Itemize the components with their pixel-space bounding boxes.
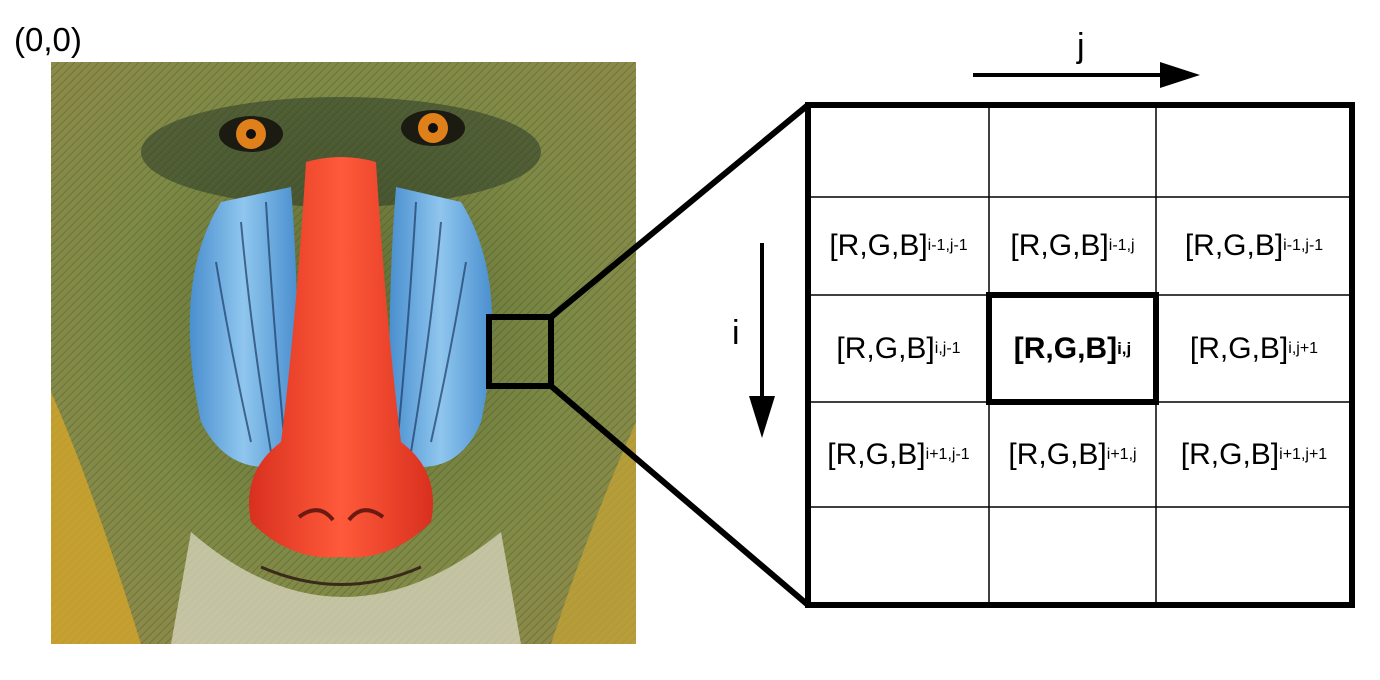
yellow-beard <box>51 392 141 644</box>
cell-r1-c0: [R,G,B]i-1,j-1 <box>808 197 989 295</box>
grid-border <box>805 102 1355 608</box>
zoom-line-top <box>549 102 810 320</box>
cell-r2-c1-center: [R,G,B]i,j <box>989 295 1156 402</box>
cell-r1-c1: [R,G,B]i-1,j <box>989 197 1156 295</box>
cell-value: [R,G,B] <box>1180 437 1280 471</box>
cell-index: i-1,j-1 <box>1283 237 1324 254</box>
cell-value: [R,G,B] <box>1184 229 1284 262</box>
cell-r3-c0: [R,G,B]i+1,j-1 <box>808 402 989 507</box>
i-arrowhead-icon <box>749 396 775 438</box>
cell-value: [R,G,B] <box>1189 331 1289 365</box>
origin-label: (0,0) <box>14 21 82 58</box>
white-whiskers <box>171 532 521 644</box>
cell-value: [R,G,B] <box>827 437 926 471</box>
mandrill-photo <box>51 62 636 644</box>
grid-lines <box>808 105 1352 605</box>
right-cheek <box>389 187 493 467</box>
zoom-line-bottom <box>549 383 810 608</box>
cell-value: [R,G,B] <box>836 331 935 365</box>
cell-index: i,j-1 <box>934 339 961 357</box>
cell-r2-c2: [R,G,B]i,j+1 <box>1156 295 1352 402</box>
i-axis-label: i <box>732 314 740 352</box>
cell-r1-c2: [R,G,B]i-1,j-1 <box>1156 197 1352 295</box>
cell-value: [R,G,B] <box>1010 229 1109 262</box>
center-cell-highlight <box>986 292 1159 405</box>
cell-index: i-1,j <box>1108 237 1135 254</box>
j-arrowhead-icon <box>1160 62 1200 88</box>
cell-index: i,j+1 <box>1288 339 1319 357</box>
cell-index: i+1,j-1 <box>925 445 970 463</box>
cell-r2-c0: [R,G,B]i,j-1 <box>808 295 989 402</box>
j-axis-label: j <box>1077 27 1085 65</box>
cell-value: [R,G,B] <box>1013 331 1118 365</box>
left-cheek <box>189 187 298 467</box>
selection-box <box>486 314 554 389</box>
cell-index: i+1,j+1 <box>1279 445 1328 463</box>
red-nose <box>249 157 433 558</box>
cell-r3-c1: [R,G,B]i+1,j <box>989 402 1156 507</box>
cell-value: [R,G,B] <box>829 229 928 262</box>
cell-value: [R,G,B] <box>1008 437 1107 471</box>
cell-index: i,j <box>1117 338 1132 358</box>
cell-index: i-1,j-1 <box>927 237 968 254</box>
cell-index: i+1,j <box>1106 445 1137 463</box>
cell-r3-c2: [R,G,B]i+1,j+1 <box>1156 402 1352 507</box>
